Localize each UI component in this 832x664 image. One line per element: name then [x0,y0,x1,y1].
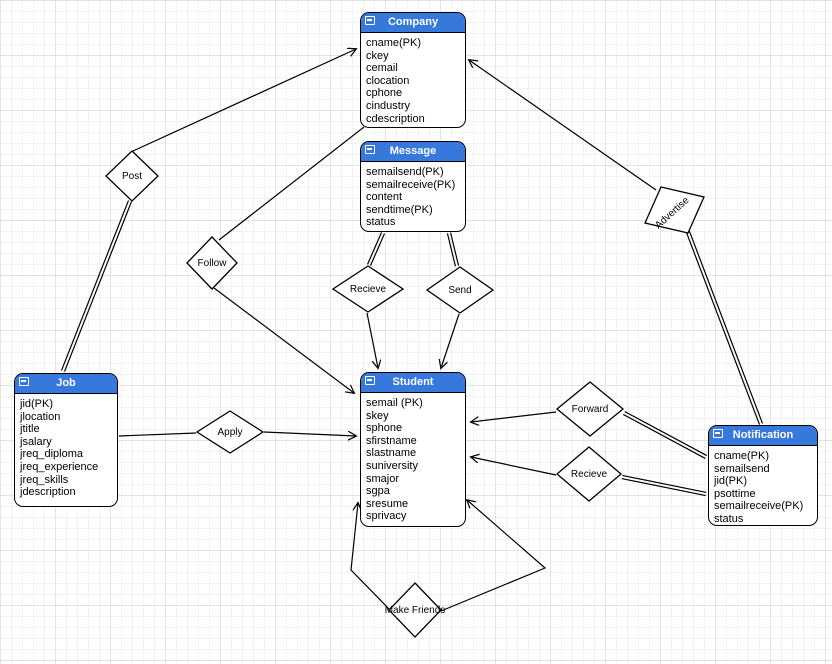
collapse-icon[interactable] [365,16,375,25]
relationship-recieve2[interactable]: Recieve [555,446,623,502]
entity-field[interactable]: status [714,512,744,525]
collapse-icon[interactable] [713,429,723,438]
connector-makefriends-student-left[interactable] [350,503,392,612]
connector-message-recieve[interactable] [366,232,386,266]
entity-field[interactable]: sgpa [366,485,390,498]
entity-field[interactable]: semailreceive(PK) [714,500,804,513]
relationship-label: Follow [198,258,228,269]
entity-field[interactable]: semailsend [714,462,770,475]
connector-message-send[interactable] [446,232,460,267]
entity-title: Company [387,16,439,28]
entity-field[interactable]: status [366,216,396,229]
entity-field[interactable]: ckey [366,49,389,62]
relationship-label: Recieve [571,469,608,480]
entity-field[interactable]: semailreceive(PK) [366,178,456,191]
entity-field[interactable]: smajor [366,472,400,485]
entity-title: Message [389,145,437,157]
entity-field[interactable]: suniversity [366,459,418,472]
connector-job-post[interactable] [60,200,133,372]
relationship-follow[interactable]: Follow [186,236,238,290]
relationship-label: Recieve [350,284,387,295]
entity-field[interactable]: cdescription [366,112,425,125]
entity-field[interactable]: psottime [714,487,756,500]
entity-field[interactable]: content [366,191,403,204]
connector-follow-company[interactable] [218,126,365,241]
entity-field[interactable]: jlocation [20,410,61,423]
entity-field[interactable]: sfirstname [366,434,417,447]
entity-header[interactable]: Message [361,142,465,162]
relationship-label: Apply [217,427,242,438]
entity-title: Student [392,376,434,388]
connector-post-company[interactable] [132,49,356,152]
collapse-icon[interactable] [19,377,29,386]
entity-field[interactable]: jdescription [20,486,76,499]
connector-apply-student[interactable] [263,432,356,436]
entity-field[interactable]: cname(PK) [366,37,422,49]
entity-header[interactable]: Company [361,13,465,33]
entity-field[interactable]: jid(PK) [20,398,54,410]
connector-job-apply[interactable] [118,432,197,437]
connector-advertise-notification[interactable] [685,231,764,425]
relationship-post[interactable]: Post [105,150,159,202]
entity-field[interactable]: sphone [366,422,403,435]
connector-advertise-company[interactable] [469,60,657,191]
relationship-recieve[interactable]: Recieve [331,265,405,313]
entity-field[interactable]: jreq_diploma [20,448,83,461]
connector-recieve-student[interactable] [366,312,378,368]
relationship-forward[interactable]: Forward [555,381,625,437]
entity-field[interactable]: clocation [366,74,410,87]
collapse-icon[interactable] [365,145,375,154]
relationship-makefriends[interactable]: Make Friends [385,582,446,638]
relationship-send[interactable]: Send [425,266,495,314]
entity-title: Notification [732,429,794,441]
collapse-icon[interactable] [365,376,375,385]
entity-header[interactable]: Job [15,374,117,394]
connector-follow-student[interactable] [213,287,354,393]
entity-field[interactable]: cphone [366,87,403,100]
entity-field[interactable]: jsalary [20,435,52,448]
connector-makefriends-student-right[interactable] [440,500,547,612]
relationship-advertise[interactable]: Advertise [644,186,705,234]
entity-field[interactable]: cname(PK) [714,450,770,462]
entity-title: Job [56,377,76,389]
relationship-label: Send [448,285,471,296]
entity-field[interactable]: semailsend(PK) [366,166,444,178]
entity-field[interactable]: slastname [366,447,417,460]
entity-field[interactable]: sresume [366,497,409,510]
entity-field[interactable]: sprivacy [366,510,407,523]
entity-field[interactable]: cindustry [366,99,411,112]
entity-field[interactable]: jreq_skills [20,473,69,486]
entity-field[interactable]: cemail [366,62,398,75]
entity-field[interactable]: jreq_experience [20,460,99,473]
entity-message[interactable]: Message semailsend(PK)semailreceive(PK)co… [360,141,466,232]
relationship-label: Make Friends [385,605,446,616]
entity-header[interactable]: Notification [709,426,817,446]
connector-recieve2-notification[interactable] [621,474,707,497]
relationship-label: Post [122,171,142,182]
entity-field[interactable]: skey [366,409,389,422]
relationship-label: Forward [572,404,609,415]
entity-field[interactable]: jtitle [20,423,40,436]
entity-header[interactable]: Student [361,373,465,393]
connector-forward-student[interactable] [471,411,557,422]
connector-forward-notification[interactable] [622,411,708,459]
connector-recieve2-student[interactable] [471,457,557,476]
entity-field[interactable]: jid(PK) [714,475,748,488]
entity-field[interactable]: sendtime(PK) [366,203,433,216]
relationship-apply[interactable]: Apply [195,410,265,454]
entity-field[interactable]: semail (PK) [366,397,423,409]
connector-send-student[interactable] [441,313,460,368]
